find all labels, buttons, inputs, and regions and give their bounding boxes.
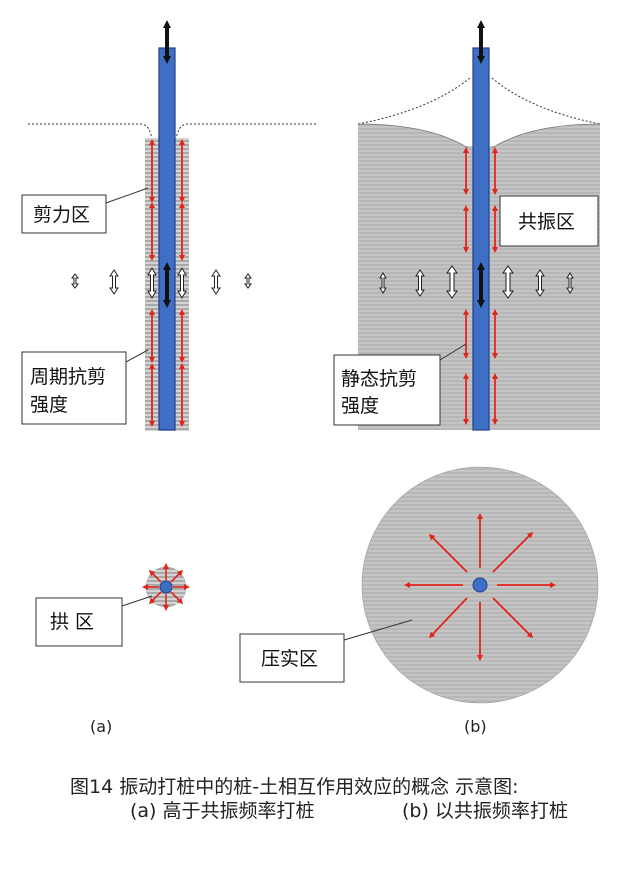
label-panel-b: (b) [464,717,487,736]
red-arrow-icon [149,139,185,427]
red-arrow-icon [463,147,498,425]
panel-b: 共振区 静态抗剪 强度 [333,20,601,431]
label-box-arch [35,597,123,647]
label-compaction-zone: 压实区 [261,648,318,670]
label-box-resonance [499,195,599,247]
label-box-static [333,354,441,426]
caption-part-a: (a) 高于共振频率打桩 [130,800,315,822]
leader-arch [121,595,153,607]
label-cyclic-1: 周期抗剪 [30,366,106,388]
label-panel-a: (a) [90,717,112,736]
panel-a: 剪力区 周期抗剪 强度 [21,20,318,431]
label-shear-zone: 剪力区 [33,204,90,226]
ground-line-a [28,123,318,141]
pile-b [472,47,490,431]
pile-section-b [472,577,488,593]
label-box-compaction [239,633,345,683]
label-static-2: 强度 [341,395,379,417]
caption-line-1: 图14 振动打桩中的桩-土相互作用效应的概念 示意图: [70,776,519,798]
figure-caption: 图14 振动打桩中的桩-土相互作用效应的概念 示意图: (a) 高于共振频率打桩… [70,775,630,823]
hollow-double-arrow-icon [379,265,574,299]
pile-section-a [159,580,173,594]
label-box-cyclic [21,351,127,425]
leader-static [439,343,467,361]
label-static-1: 静态抗剪 [341,368,417,390]
label-box-shear [21,194,107,234]
hollow-double-arrow-icon [71,266,252,300]
leader-compaction [343,619,413,641]
resonance-soil [358,124,468,430]
leader-cyclic [125,349,149,363]
label-resonance-zone: 共振区 [518,211,575,233]
pile-a [158,47,176,431]
leader-shear [105,187,149,204]
ground-line-b [357,77,601,125]
label-arch-zone: 拱 区 [50,611,94,633]
caption-part-b: (b) 以共振频率打桩 [402,800,568,822]
caption-line-2: (a) 高于共振频率打桩 (b) 以共振频率打桩 [70,799,630,823]
arch-zone-plan: 拱 区 (a) [35,563,190,736]
compaction-zone-plan: 压实区 (b) [239,466,599,736]
label-cyclic-2: 强度 [30,394,68,416]
